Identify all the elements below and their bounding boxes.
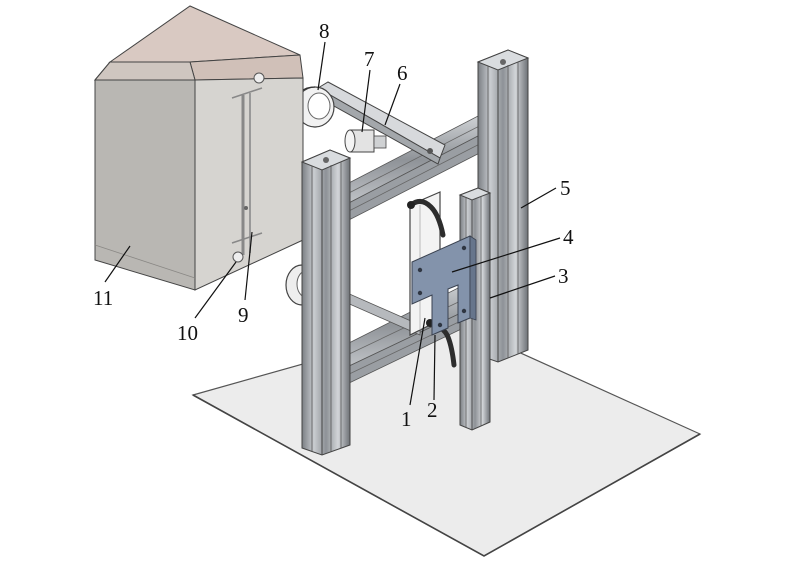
- label-6: 6: [397, 61, 408, 85]
- bracket: [411, 235, 477, 336]
- leader-3: [489, 275, 556, 299]
- leader-11: [104, 245, 131, 283]
- label-11: 11: [93, 286, 113, 310]
- label-8: 8: [319, 19, 330, 43]
- upper-ring: [295, 86, 335, 128]
- label-3: 3: [558, 264, 569, 288]
- leader-6: [384, 83, 401, 126]
- upper-arm: [315, 81, 446, 165]
- leader-4: [451, 237, 561, 273]
- guide-rod: [231, 72, 265, 263]
- label-5: 5: [560, 176, 571, 200]
- leader-9: [244, 231, 253, 301]
- upper-handle: [407, 199, 446, 238]
- label-10: 10: [177, 321, 198, 345]
- leader-7: [361, 69, 371, 133]
- leader-lines: [104, 41, 561, 406]
- label-7: 7: [364, 47, 375, 71]
- cabinet: [93, 5, 304, 291]
- label-9: 9: [238, 303, 249, 327]
- label-1: 1: [401, 407, 412, 431]
- base-plate: [191, 321, 702, 557]
- front-post: [300, 149, 352, 456]
- leader-1: [409, 317, 426, 406]
- leader-5: [520, 187, 557, 209]
- cylinder: [344, 129, 387, 153]
- label-4: 4: [563, 225, 574, 249]
- base-plate-edge: [192, 394, 701, 557]
- part-labels: 1 2 3 4 5 6 7 8 9 10 11: [93, 19, 574, 431]
- leader-10: [194, 261, 237, 319]
- leader-2: [433, 334, 436, 401]
- label-2: 2: [427, 398, 438, 422]
- leader-8: [317, 41, 326, 91]
